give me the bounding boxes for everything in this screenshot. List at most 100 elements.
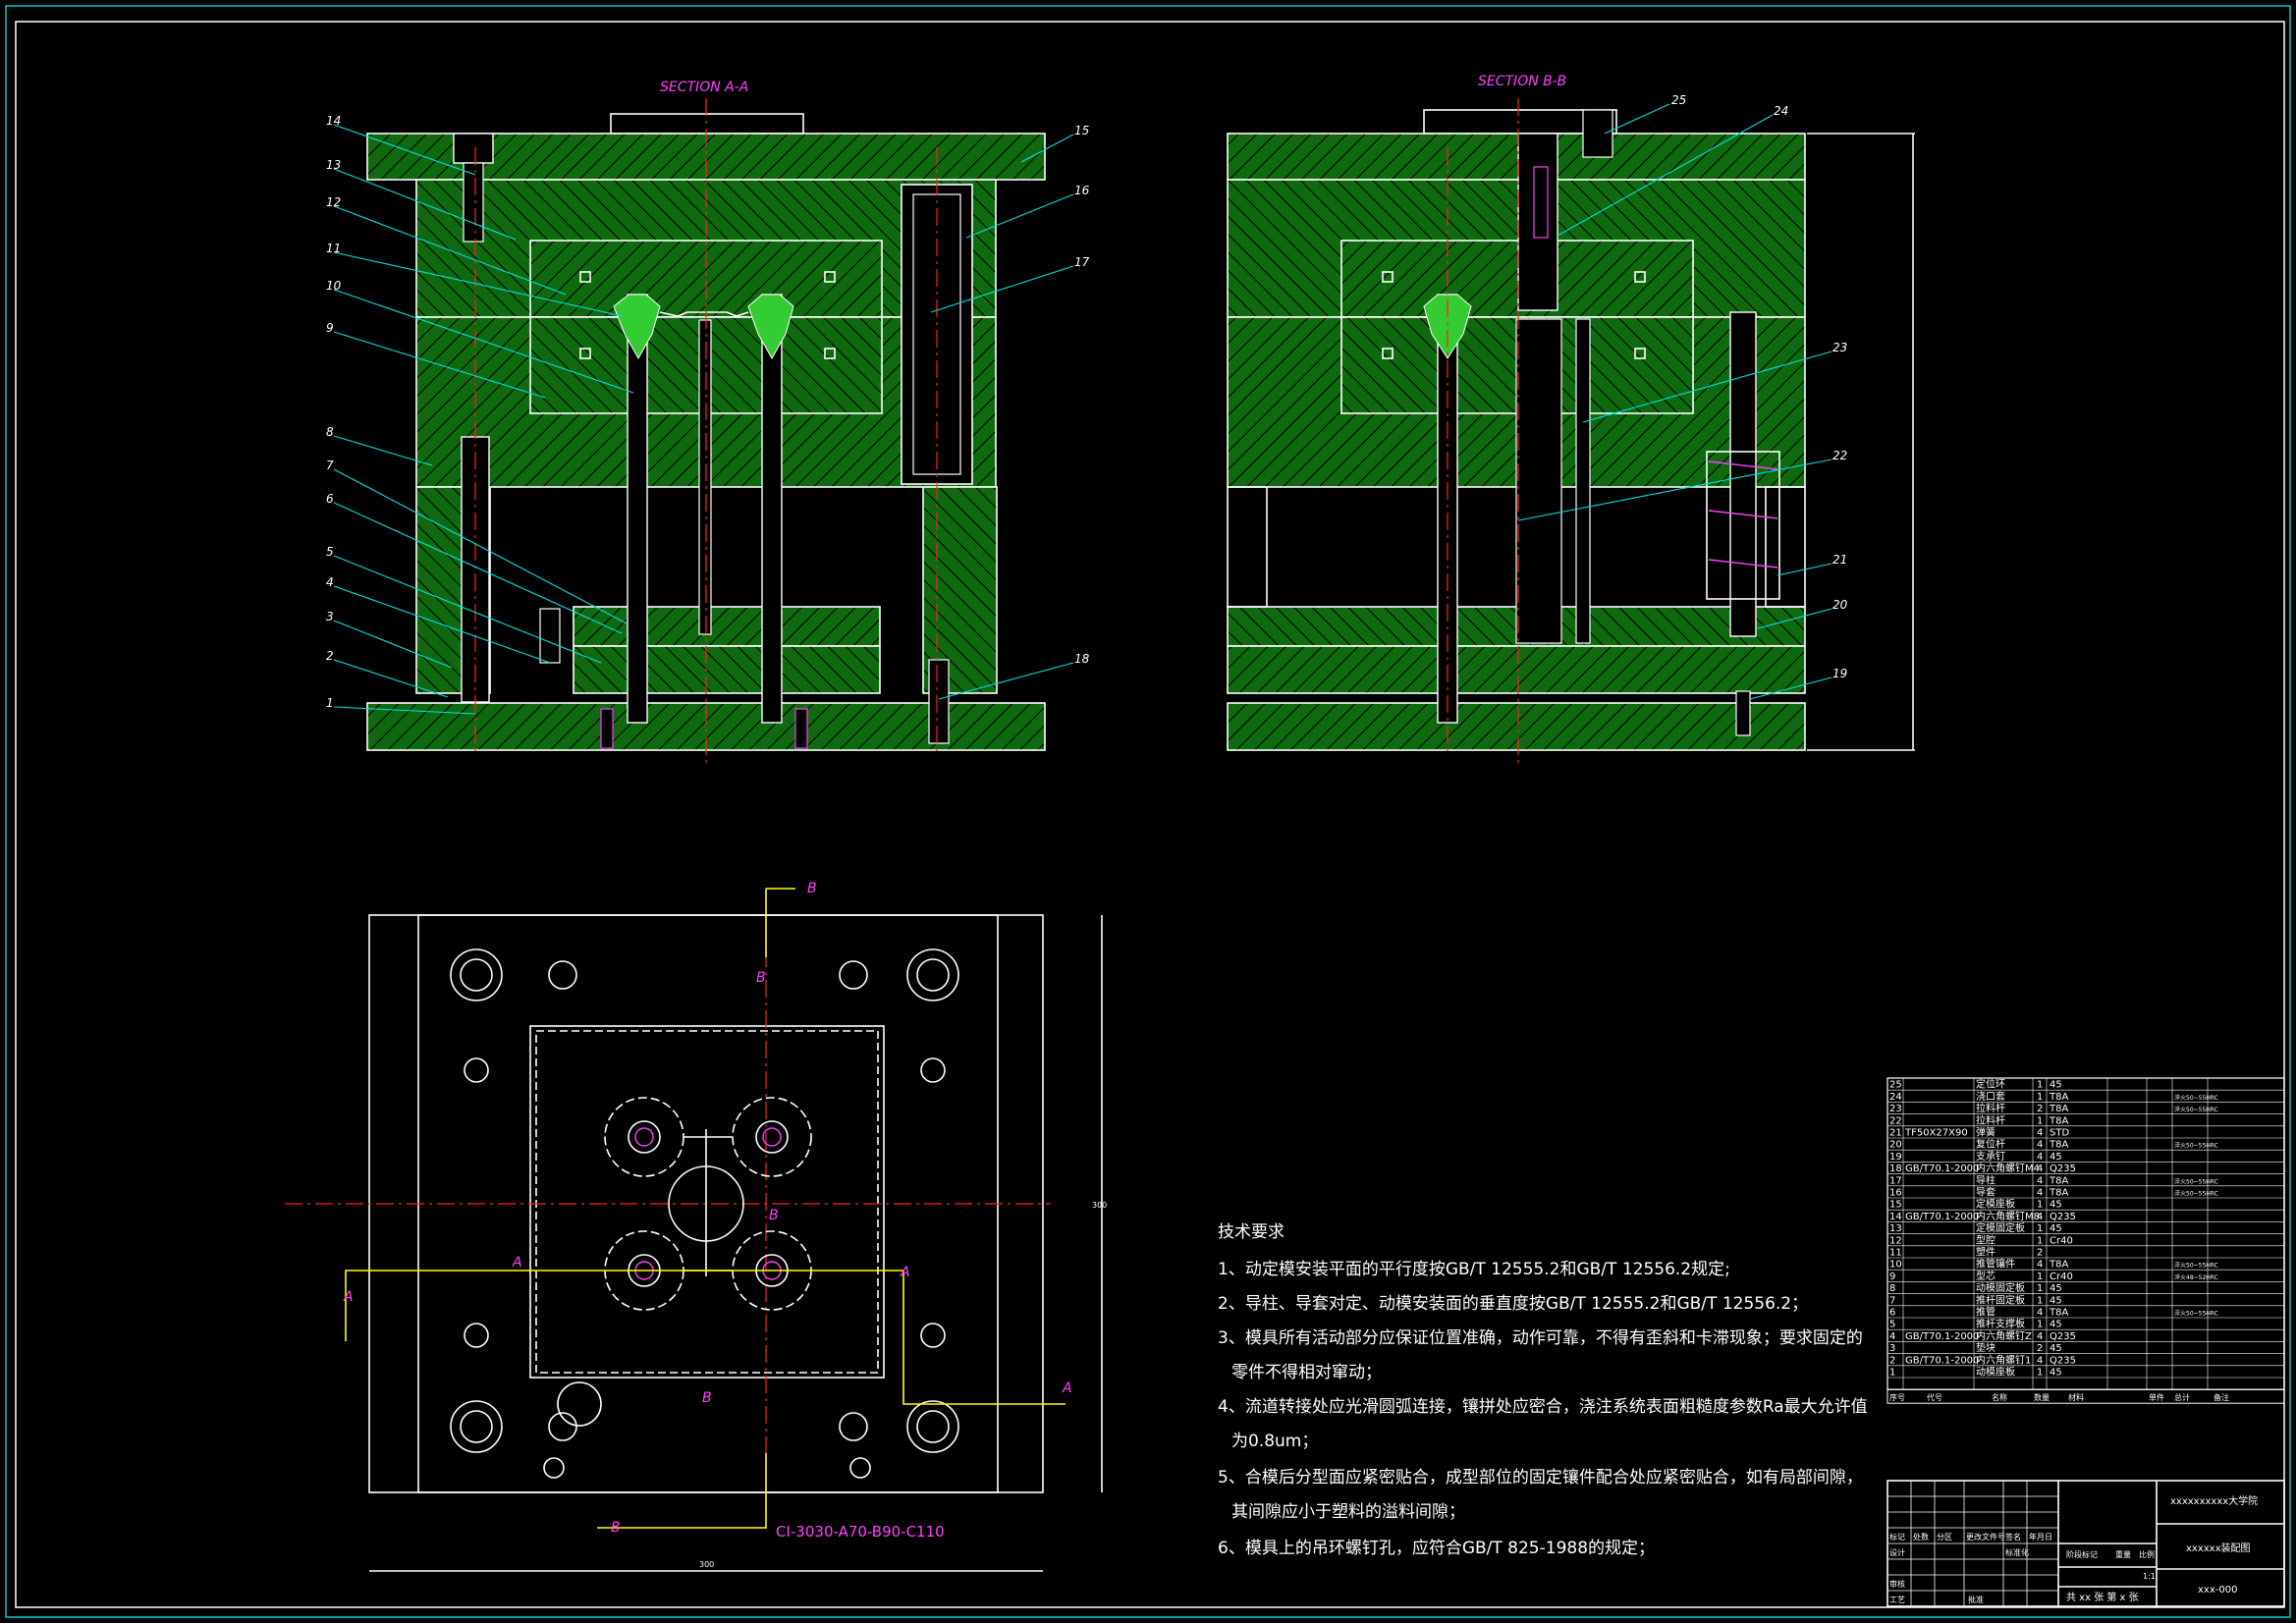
stop-pin-2 — [794, 708, 808, 749]
bom-cell: 1 — [2037, 1080, 2043, 1091]
svg-text:标准化: 标准化 — [2005, 1547, 2029, 1557]
bom-cell: Cr40 — [2050, 1271, 2073, 1282]
bom-cell: T8A — [2049, 1092, 2068, 1103]
svg-text:8: 8 — [326, 425, 334, 439]
bom-cell: 导套 — [1976, 1186, 1995, 1199]
svg-text:工艺: 工艺 — [1889, 1596, 1905, 1604]
bom-cell: 45 — [2050, 1200, 2062, 1211]
school-name: xxxxxxxxxx大学院 — [2170, 1494, 2258, 1507]
bom-cell: 13 — [1889, 1223, 1902, 1234]
bom-cell: 45 — [2050, 1223, 2062, 1234]
section-markers: A A A A B B B B B — [343, 881, 1072, 1536]
guide-holes — [450, 948, 959, 1479]
bom-cell: GB/T70.1-2000 — [1905, 1212, 1979, 1222]
bom-cell: 定模固定板 — [1976, 1221, 2025, 1234]
bom-cell: 4 — [2037, 1331, 2043, 1342]
svg-text:审核: 审核 — [1889, 1579, 1905, 1589]
svg-text:6: 6 — [326, 492, 334, 506]
svg-text:A: A — [1062, 1380, 1072, 1396]
section-b-b-view: SECTION B-B 2 — [1227, 74, 1915, 766]
svg-text:6、模具上的吊环螺钉孔，应符合GB/T 825-1988的规: 6、模具上的吊环螺钉孔，应符合GB/T 825-1988的规定； — [1218, 1539, 1655, 1558]
svg-text:16: 16 — [1074, 184, 1090, 197]
bom-cell: 2 — [2037, 1104, 2043, 1114]
plan-view: A A A A B B B B B CI-3030-A70-B90-C110 3… — [285, 881, 1107, 1572]
svg-text:比例: 比例 — [2139, 1549, 2155, 1559]
bom-cell: 淬火50~55HRC — [2174, 1106, 2218, 1113]
bom-cell: 7 — [1889, 1295, 1895, 1306]
technical-notes: 技术要求 1、动定模安装平面的平行度按GB/T 12555.2和GB/T 125… — [1218, 1222, 1868, 1558]
bom-cell: Q235 — [2050, 1355, 2076, 1366]
svg-text:更改文件号: 更改文件号 — [1966, 1532, 2005, 1542]
bom-cell: 17 — [1889, 1175, 1902, 1186]
cavity-insert-b — [1340, 240, 1694, 318]
bom-cell: 45 — [2050, 1283, 2062, 1294]
svg-text:B: B — [611, 1520, 621, 1536]
svg-text:处数: 处数 — [1913, 1532, 1929, 1542]
bom-cell: T8A — [2049, 1104, 2068, 1114]
bom-cell: 4 — [2037, 1140, 2043, 1151]
bom-cell: 1 — [2037, 1200, 2043, 1211]
bom-cell: 推杆支撑板 — [1976, 1318, 2025, 1330]
bom-header-cell: 代号 — [1927, 1392, 1942, 1402]
svg-text:1:1: 1:1 — [2143, 1572, 2156, 1581]
svg-text:为0.8um；: 为0.8um； — [1231, 1432, 1318, 1451]
screw-head-14 — [453, 133, 494, 164]
svg-text:19: 19 — [1832, 667, 1847, 680]
bom-header-cell: 序号 — [1889, 1392, 1905, 1402]
screw-18 — [928, 659, 950, 744]
bom-cell: GB/T70.1-2000 — [1905, 1331, 1979, 1342]
locating-ring — [610, 113, 804, 135]
bom-cell: 4 — [2037, 1260, 2043, 1271]
bom-cell: 11 — [1889, 1248, 1902, 1259]
bom-header-cell: 数量 — [2034, 1392, 2050, 1402]
bom-cell: 内六角螺钉1 — [1976, 1353, 2031, 1366]
svg-text:3: 3 — [326, 610, 334, 623]
bom-header-cell: 名称 — [1992, 1392, 2007, 1402]
svg-text:14: 14 — [326, 114, 341, 128]
svg-text:15: 15 — [1074, 124, 1089, 137]
sprue-puller-b — [1575, 318, 1591, 644]
bom-cell: 3 — [1889, 1343, 1895, 1354]
bom-cell: 淬火50~55HRC — [2174, 1094, 2218, 1102]
bom-cell: T8A — [2049, 1175, 2068, 1186]
bom-header-cell: 材料 — [2068, 1392, 2084, 1402]
svg-text:阶段标记: 阶段标记 — [2066, 1549, 2098, 1559]
bom-cell: 淬火50~55HRC — [2174, 1310, 2218, 1318]
bom-cell: 20 — [1889, 1140, 1902, 1151]
bom-cell: 14 — [1889, 1212, 1902, 1222]
bom-cell: 2 — [2037, 1248, 2043, 1259]
bom-cell: 定模座板 — [1976, 1198, 2015, 1211]
bom-cell: T8A — [2049, 1188, 2068, 1199]
bom-cell: 21 — [1889, 1128, 1902, 1139]
svg-text:B: B — [702, 1390, 712, 1406]
svg-text:4: 4 — [326, 575, 334, 589]
mold-base-code: CI-3030-A70-B90-C110 — [776, 1523, 945, 1541]
bottom-clamp-plate-b — [1227, 702, 1806, 751]
svg-text:共 xx 张 第 x 张: 共 xx 张 第 x 张 — [2066, 1591, 2139, 1603]
bom-cell: 型腔 — [1976, 1233, 1995, 1246]
bom-cell: Q235 — [2050, 1331, 2076, 1342]
bom-cell: 4 — [2037, 1308, 2043, 1319]
bom-cell: 1 — [2037, 1271, 2043, 1282]
bom-cell: 拉料杆 — [1976, 1113, 2005, 1126]
screw-14 — [463, 162, 484, 243]
svg-text:1、动定模安装平面的平行度按GB/T 12555.2和GB/: 1、动定模安装平面的平行度按GB/T 12555.2和GB/T 12556.2规… — [1218, 1260, 1730, 1279]
svg-text:2: 2 — [326, 649, 334, 663]
bom-cell: 推管镶件 — [1976, 1258, 2015, 1271]
bom-cell: 16 — [1889, 1188, 1902, 1199]
svg-text:分区: 分区 — [1937, 1533, 1952, 1542]
bom-cell: 垫块 — [1976, 1341, 1995, 1354]
return-pin-b — [1729, 311, 1757, 637]
screw-24 — [1533, 166, 1549, 239]
bom-cell: 4 — [2037, 1175, 2043, 1186]
svg-text:13: 13 — [326, 158, 341, 172]
bom-cell: 45 — [2050, 1080, 2062, 1091]
section-b-title: SECTION B-B — [1478, 74, 1566, 89]
svg-text:1: 1 — [326, 696, 334, 710]
bom-cell: 定位环 — [1976, 1078, 2005, 1091]
svg-text:设计: 设计 — [1889, 1547, 1905, 1557]
svg-text:9: 9 — [326, 321, 334, 335]
bom-cell: 弹簧 — [1976, 1126, 1995, 1139]
bom-cell: 复位杆 — [1976, 1138, 2005, 1151]
